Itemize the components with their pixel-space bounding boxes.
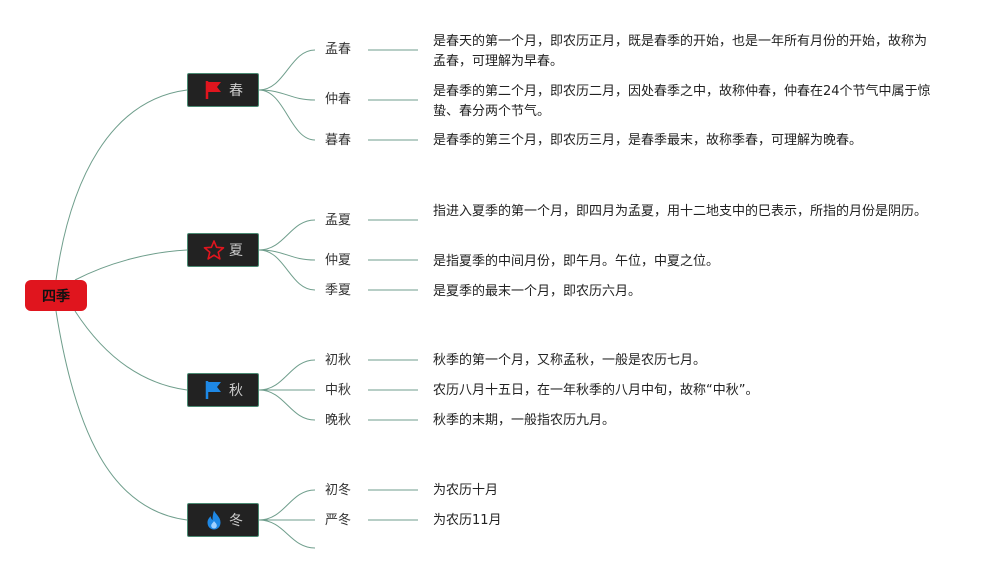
blue-flag-icon	[203, 379, 225, 401]
month-description: 农历八月十五日，在一年秋季的八月中旬，故称“中秋”。	[433, 383, 759, 398]
month-description: 是春季的第二个月，即农历二月，因处春季之中，故称仲春，仲春在24个节气中属于惊蛰…	[433, 84, 931, 119]
red-flag-icon	[203, 79, 225, 101]
connector-curve	[258, 219, 316, 251]
season-node-autumn[interactable]: 秋	[187, 373, 259, 407]
month-description: 秋季的第一个月，又称孟秋，一般是农历七月。	[433, 353, 707, 368]
season-node-spring[interactable]: 春	[187, 73, 259, 107]
season-label-winter: 冬	[229, 513, 243, 529]
month-label[interactable]: 晚秋	[325, 413, 352, 428]
month-label[interactable]: 初冬	[325, 483, 352, 498]
connector-curve	[258, 389, 316, 421]
root-node[interactable]: 四季	[25, 280, 87, 311]
season-label-autumn: 秋	[229, 383, 243, 399]
connector-curve	[258, 519, 316, 549]
month-label[interactable]: 季夏	[325, 283, 352, 298]
month-description: 秋季的末期，一般指农历九月。	[433, 413, 616, 428]
blue-flame-icon	[203, 509, 225, 531]
connector-curve	[258, 89, 316, 101]
connector-curve	[74, 249, 188, 281]
season-node-summer[interactable]: 夏	[187, 233, 259, 267]
connector-curve	[258, 359, 316, 391]
month-label[interactable]: 孟夏	[325, 213, 352, 228]
connector-curve	[55, 310, 188, 521]
connector-curve	[55, 89, 188, 281]
connector-curve	[258, 89, 316, 141]
root-label: 四季	[42, 288, 70, 305]
season-node-winter[interactable]: 冬	[187, 503, 259, 537]
month-description: 是夏季的最末一个月，即农历六月。	[433, 284, 642, 299]
month-label[interactable]: 孟春	[325, 42, 352, 57]
season-label-summer: 夏	[229, 243, 243, 259]
month-label[interactable]: 仲春	[325, 92, 352, 107]
connector-curve	[258, 489, 316, 521]
connector-curve	[258, 49, 316, 91]
month-label[interactable]: 仲夏	[325, 253, 352, 268]
month-description: 是春天的第一个月，即农历正月，既是春季的开始，也是一年所有月份的开始，故称为孟春…	[433, 34, 928, 69]
month-description: 是春季的第三个月，即农历三月，是春季最末，故称季春，可理解为晚春。	[433, 133, 863, 148]
month-label[interactable]: 严冬	[325, 513, 352, 528]
connector-curve	[74, 310, 188, 391]
month-description: 是指夏季的中间月份，即午月。午位，中夏之位。	[433, 254, 720, 269]
month-label[interactable]: 中秋	[325, 383, 352, 398]
connector-curve	[258, 249, 316, 291]
month-description: 为农历11月	[433, 513, 502, 528]
month-description: 为农历十月	[433, 483, 499, 498]
season-label-spring: 春	[229, 83, 243, 99]
month-description: 指进入夏季的第一个月，即四月为孟夏，用十二地支中的巳表示，所指的月份是阴历。	[433, 204, 928, 219]
month-label[interactable]: 暮春	[325, 133, 352, 148]
month-label[interactable]: 初秋	[325, 353, 352, 368]
red-star-icon	[203, 239, 225, 261]
